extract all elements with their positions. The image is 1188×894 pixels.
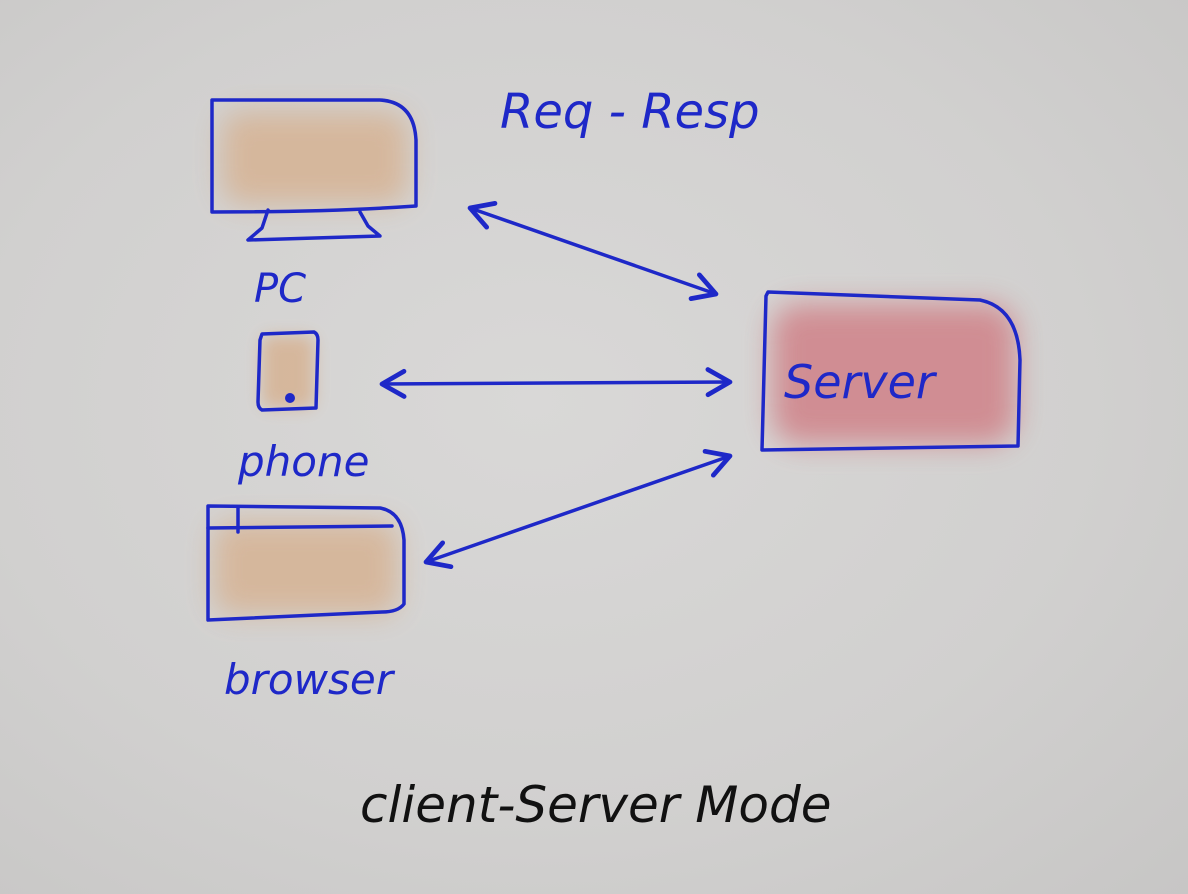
arrow-phone-server [379,367,733,399]
phone-outline [256,330,320,412]
server-outline [760,290,1022,452]
phone-node: phone [237,330,369,486]
server-node: Server [760,290,1022,452]
pc-monitor-stand [246,208,382,242]
browser-fill [214,522,398,614]
phone-fill [262,336,314,408]
pc-screen-fill [222,112,408,204]
pc-monitor-outline [210,98,418,214]
phone-label: phone [237,437,369,486]
server-fill [772,304,1016,444]
diagram-caption: client-Server Mode [360,776,831,834]
arrow-browser-server [423,448,733,570]
arrow-pc-server [467,201,719,301]
browser-label: browser [224,655,396,704]
server-label: Server [784,355,938,409]
browser-node: browser [206,504,406,704]
pc-node: PC [210,98,418,312]
browser-outline [206,504,406,622]
pc-label: PC [254,266,306,312]
browser-tab-bar [206,524,394,530]
phone-home-button [285,393,295,403]
req-resp-label: Req - Resp [500,84,760,140]
